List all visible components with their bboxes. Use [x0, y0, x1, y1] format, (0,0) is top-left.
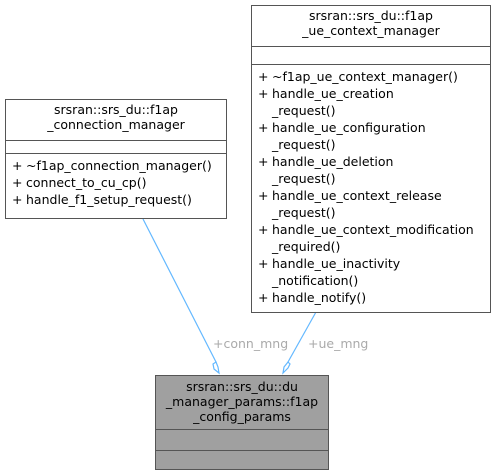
attributes-section [156, 429, 328, 450]
edge-conn-mng [142, 218, 217, 363]
attributes-section [252, 46, 490, 64]
operation: + handle_ue_configuration _request() [252, 119, 490, 153]
visibility: + [12, 192, 23, 207]
operation: + handle_ue_context_release _request() [252, 187, 490, 221]
operation-name: handle_ue_configuration [272, 120, 426, 135]
operation: + ~f1ap_connection_manager() [6, 157, 226, 174]
class-name-line: _manager_params::f1ap [165, 394, 319, 409]
visibility: + [258, 188, 269, 203]
operation: + handle_ue_deletion _request() [252, 153, 490, 187]
operation: + handle_notify() [252, 289, 490, 306]
class-name-line: srsran::srs_du::f1ap [309, 8, 433, 23]
operation-name: handle_f1_setup_request() [26, 192, 192, 207]
visibility: + [258, 290, 269, 305]
edge-label-conn-mng: +conn_mng [213, 336, 289, 351]
visibility: + [258, 154, 269, 169]
operation: + handle_ue_creation _request() [252, 85, 490, 119]
class-name: srsran::srs_du::f1ap _connection_manager [6, 100, 226, 140]
operations-section: + ~f1ap_connection_manager() + connect_t… [6, 153, 226, 208]
class-name-line: _config_params [193, 409, 291, 424]
class-f1ap-ue-context-manager[interactable]: srsran::srs_du::f1ap _ue_context_manager… [251, 5, 491, 313]
edge-ue-mng [287, 311, 317, 363]
operation-name-cont: _request() [272, 205, 336, 220]
visibility: + [258, 222, 269, 237]
visibility: + [258, 69, 269, 84]
operation: + connect_to_cu_cp() [6, 174, 226, 191]
operation-name: handle_ue_creation [272, 86, 394, 101]
class-name: srsran::srs_du::f1ap _ue_context_manager [252, 6, 490, 46]
aggregation-diamond-ue-mng [282, 361, 291, 375]
class-f1ap-config-params[interactable]: srsran::srs_du::du _manager_params::f1ap… [155, 375, 329, 470]
class-name-line: srsran::srs_du::du [186, 379, 298, 394]
operation-name: handle_ue_context_release [272, 188, 442, 203]
operation-name-cont: _request() [272, 103, 336, 118]
operation-name-cont: _request() [272, 171, 336, 186]
operation-name: connect_to_cu_cp() [26, 175, 147, 190]
operation: + handle_f1_setup_request() [6, 191, 226, 208]
operation-name: handle_ue_deletion [272, 154, 394, 169]
operation-name: handle_notify() [272, 290, 367, 305]
operation-name-cont: _notification() [272, 273, 359, 288]
aggregation-diamond-conn-mng [212, 361, 220, 375]
operation: + handle_ue_context_modification _requir… [252, 221, 490, 255]
operation-name-cont: _request() [272, 137, 336, 152]
edge-label-ue-mng: +ue_mng [308, 336, 369, 351]
class-name: srsran::srs_du::du _manager_params::f1ap… [156, 376, 328, 429]
operations-section [156, 450, 328, 469]
visibility: + [258, 120, 269, 135]
visibility: + [12, 175, 23, 190]
class-name-line: srsran::srs_du::f1ap [54, 102, 178, 117]
attributes-section [6, 140, 226, 153]
operation-name: handle_ue_inactivity [272, 256, 401, 271]
operation-name: ~f1ap_connection_manager() [26, 158, 212, 173]
operation: + ~f1ap_ue_context_manager() [252, 68, 490, 85]
visibility: + [258, 86, 269, 101]
visibility: + [258, 256, 269, 271]
class-name-line: _ue_context_manager [302, 23, 440, 38]
operation-name-cont: _required() [272, 239, 341, 254]
operation: + handle_ue_inactivity _notification() [252, 255, 490, 289]
class-f1ap-connection-manager[interactable]: srsran::srs_du::f1ap _connection_manager… [5, 99, 227, 219]
operations-section: + ~f1ap_ue_context_manager() + handle_ue… [252, 64, 490, 306]
operation-name: ~f1ap_ue_context_manager() [272, 69, 458, 84]
visibility: + [12, 158, 23, 173]
operation-name: handle_ue_context_modification [272, 222, 474, 237]
class-name-line: _connection_manager [47, 117, 185, 132]
